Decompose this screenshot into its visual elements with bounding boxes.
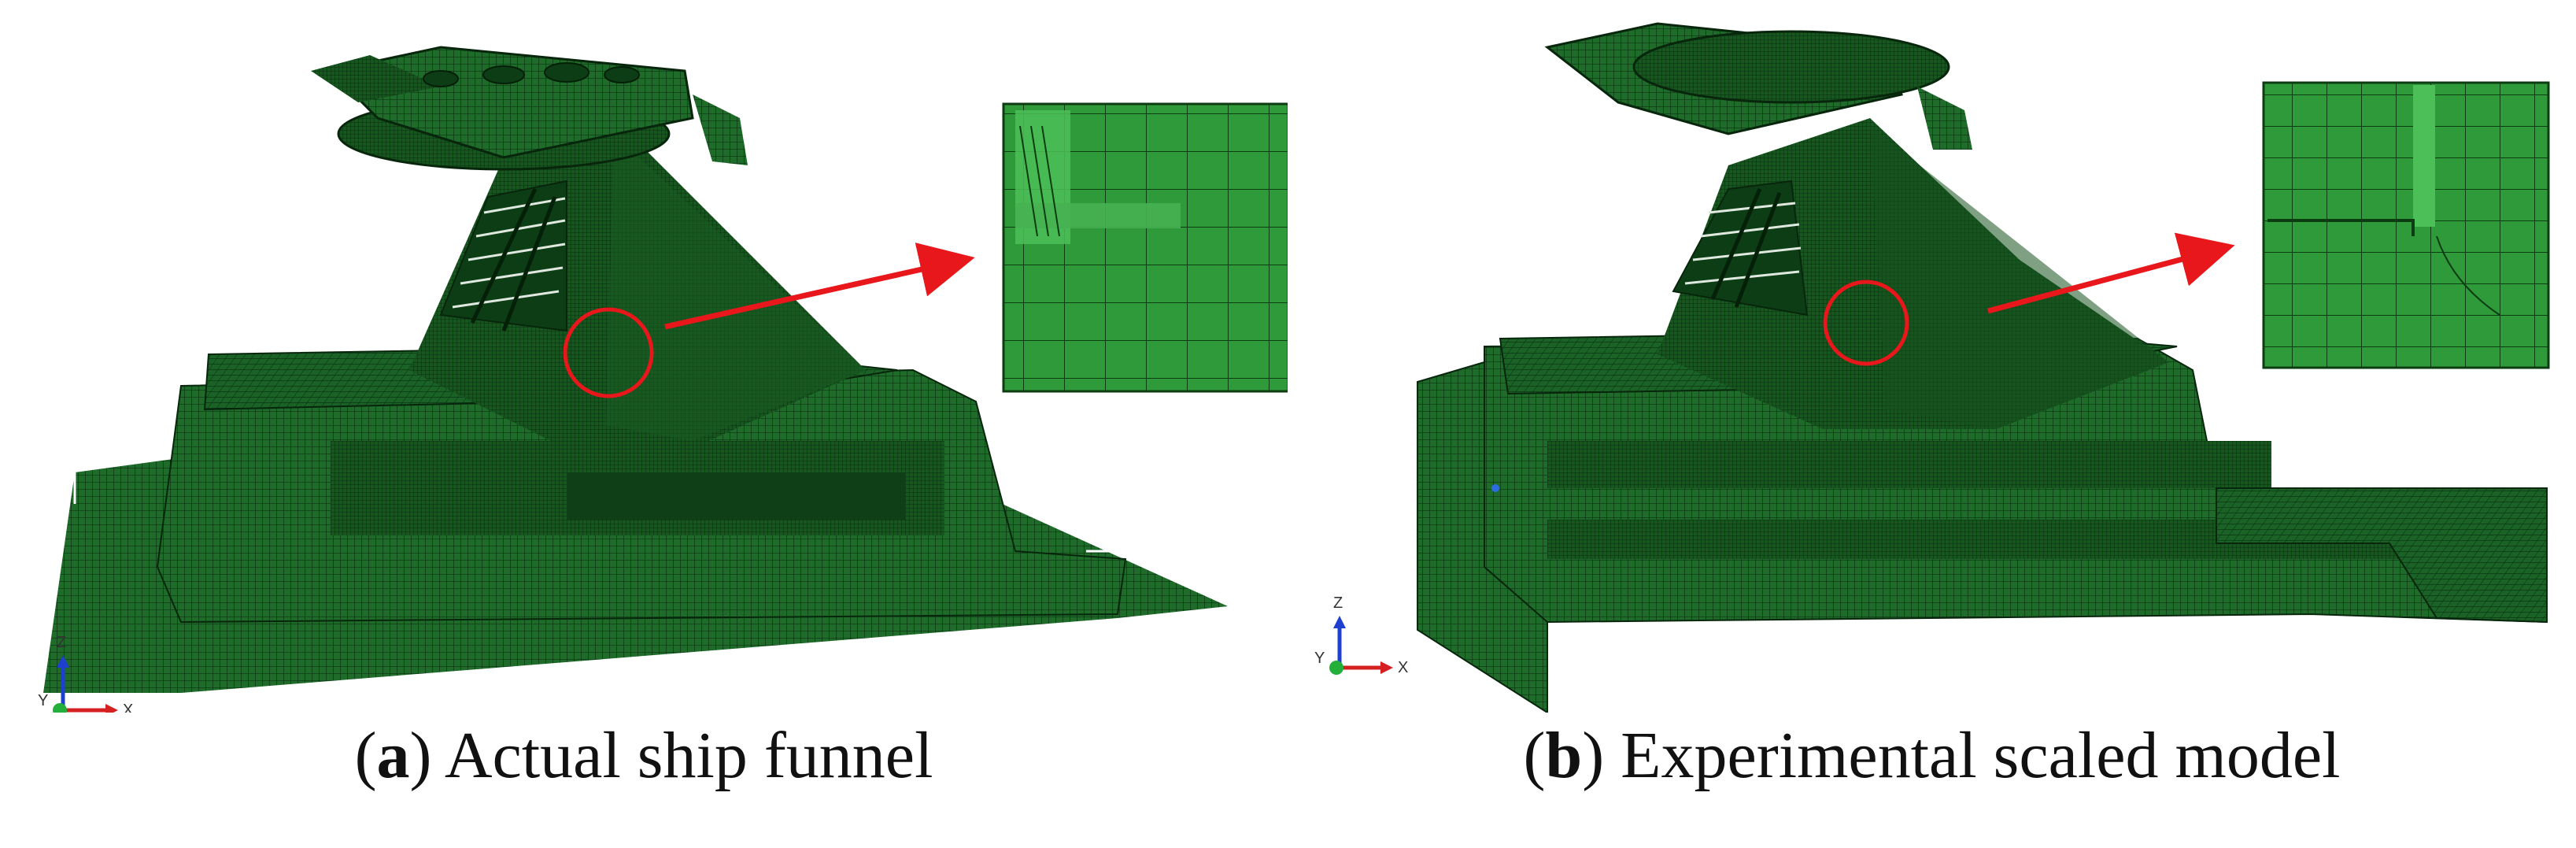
- z-axis-label: Z: [57, 634, 66, 651]
- fe-mesh-figure-a: Z X Y: [38, 46, 1288, 713]
- sensor-marker: [1491, 484, 1499, 492]
- zoom-inset-mesh: [2262, 81, 2550, 369]
- funnel-louvres: [452, 197, 566, 309]
- x-axis-label: X: [123, 702, 133, 713]
- caption-b-tag: b: [1545, 719, 1583, 792]
- x-axis-head: [1380, 661, 1393, 674]
- z-axis-head: [57, 655, 69, 668]
- y-axis-label: Y: [1314, 650, 1325, 667]
- panel-experimental-scaled-model: Z X Y (b) Experimental scaled model: [1288, 0, 2576, 848]
- funnel-cone-shade: [1870, 126, 2169, 429]
- zoom-inset: [2262, 81, 2550, 369]
- zoom-inset-stiffener: [2413, 85, 2435, 227]
- highlight-circle: [1823, 280, 1909, 366]
- highlight-circle: [563, 307, 654, 398]
- funnel-louvres: [1684, 202, 1802, 285]
- caption-a: (a) Actual ship funnel: [354, 719, 933, 792]
- top-platform: [327, 46, 694, 159]
- y-axis-dot: [53, 703, 67, 713]
- caption-a-tag: a: [376, 719, 410, 792]
- z-axis-label: Z: [1333, 594, 1343, 612]
- deck-band: [1547, 441, 2271, 488]
- zoom-inset-curve: [2436, 235, 2500, 316]
- zoom-arrow: [664, 243, 975, 330]
- zoom-inset-hatch: [1019, 125, 1060, 237]
- coordinate-triad: Z X Y: [1314, 594, 1408, 676]
- fe-mesh-figure-b: Z X Y: [1314, 22, 2550, 713]
- side-fin: [693, 94, 748, 165]
- funnel-struts: [1710, 188, 1782, 308]
- x-axis-head: [105, 704, 118, 713]
- top-wing: [311, 55, 441, 102]
- zoom-inset-flange: [1015, 203, 1181, 228]
- x-axis-label: X: [1398, 659, 1408, 676]
- caption-a-text: Actual ship funnel: [444, 719, 933, 792]
- deck-openings: [567, 472, 905, 520]
- side-fin: [1917, 87, 1972, 150]
- z-axis-head: [1333, 616, 1346, 628]
- caption-b: (b) Experimental scaled model: [1523, 719, 2341, 792]
- zoom-arrow: [1987, 232, 2235, 314]
- zoom-inset-corner: [2267, 219, 2415, 236]
- coordinate-triad: Z X Y: [38, 634, 133, 713]
- y-axis-dot: [1329, 661, 1343, 675]
- funnel-struts: [470, 187, 557, 331]
- top-platform-holes: [423, 62, 640, 87]
- right-side-plate: [2216, 487, 2548, 624]
- funnel-top-disk: [1632, 30, 1950, 104]
- caption-b-text: Experimental scaled model: [1621, 719, 2341, 792]
- zoom-inset: [1002, 102, 1288, 393]
- funnel-cone-shade: [606, 134, 866, 441]
- panel-actual-ship-funnel: Z X Y (a) Actual ship funnel: [38, 46, 1288, 792]
- y-axis-label: Y: [38, 692, 48, 709]
